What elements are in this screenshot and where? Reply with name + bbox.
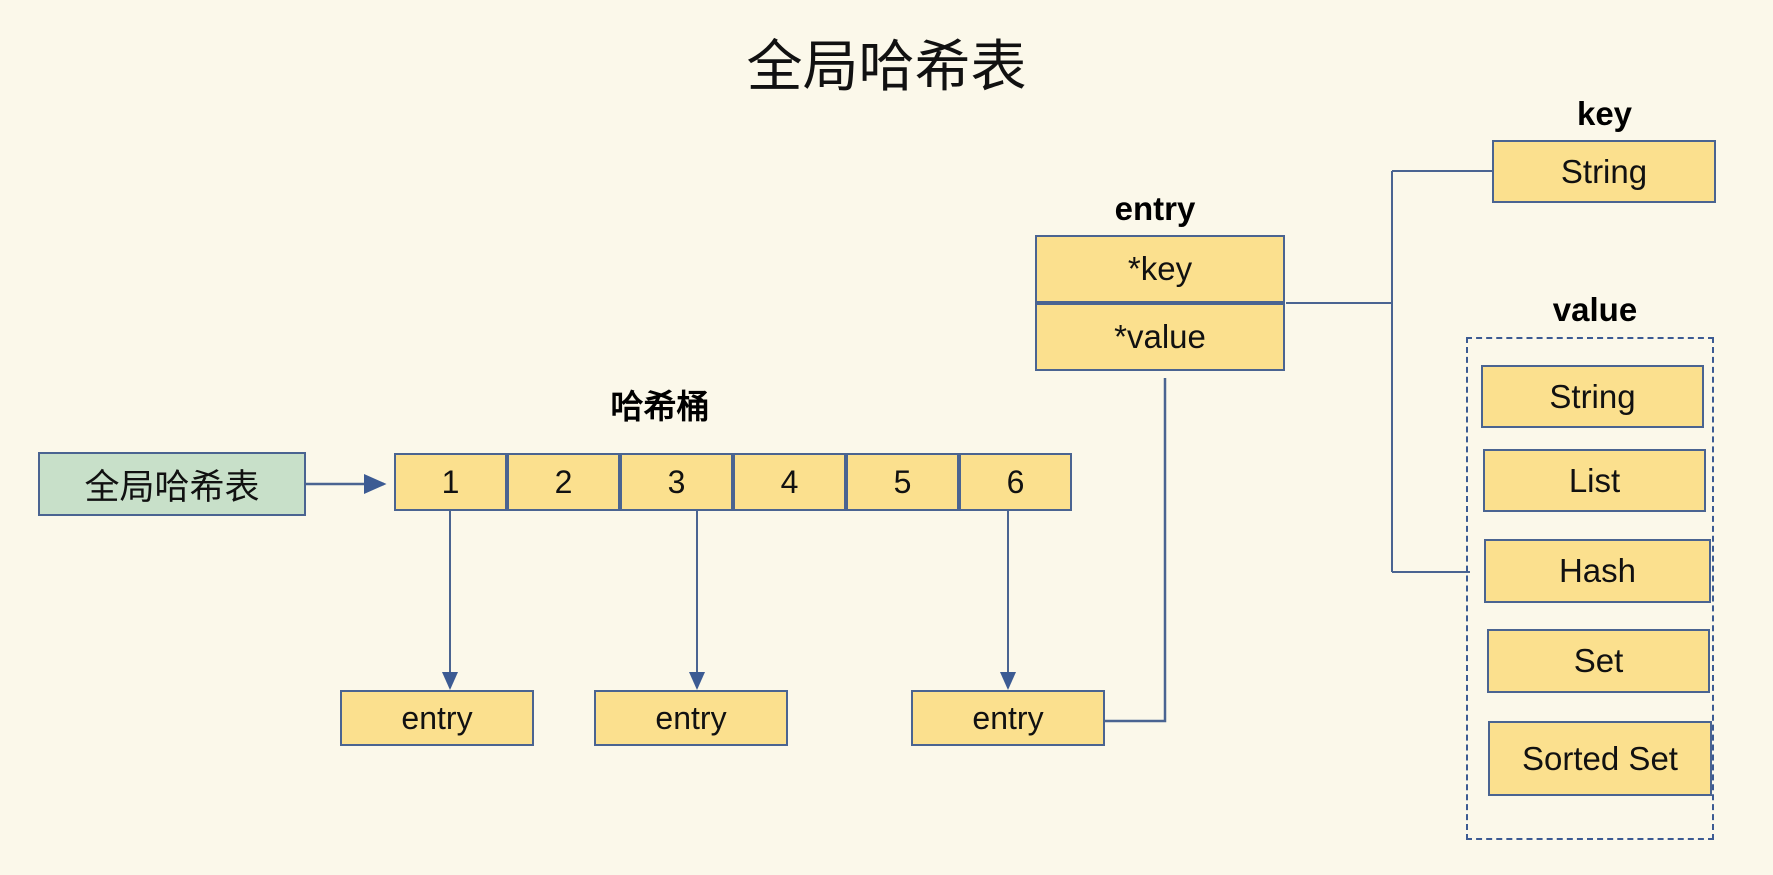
bucket-cell-2-label: 2 bbox=[554, 463, 573, 500]
bucket-entry-1[interactable]: entry bbox=[340, 690, 534, 746]
value-type-set-label: Set bbox=[1573, 642, 1624, 679]
bucket-entry-3[interactable]: entry bbox=[911, 690, 1105, 746]
value-type-set[interactable]: Set bbox=[1487, 629, 1710, 693]
value-type-hash-label: Hash bbox=[1558, 552, 1637, 589]
bucket-cell-4-label: 4 bbox=[780, 463, 799, 500]
bucket-cell-3[interactable]: 3 bbox=[620, 453, 733, 511]
entry-field-key[interactable]: *key bbox=[1035, 235, 1285, 303]
entry-field-value[interactable]: *value bbox=[1035, 303, 1285, 371]
value-type-sorted-set-label: Sorted Set bbox=[1522, 739, 1678, 777]
key-type-string-label: String bbox=[1560, 152, 1648, 190]
entry-field-key-label: *key bbox=[1127, 250, 1193, 287]
value-type-sorted-set[interactable]: Sorted Set bbox=[1488, 721, 1712, 796]
value-group-caption: value bbox=[1470, 291, 1720, 329]
value-type-list[interactable]: List bbox=[1483, 449, 1706, 512]
bucket-cell-6-label: 6 bbox=[1006, 463, 1025, 500]
entry-struct-caption-text: entry bbox=[1114, 190, 1196, 227]
value-type-hash[interactable]: Hash bbox=[1484, 539, 1711, 603]
global-hash-table-label: 全局哈希表 bbox=[84, 467, 260, 507]
bucket-cell-1-label: 1 bbox=[441, 463, 460, 500]
bucket-caption-text: 哈希桶 bbox=[610, 388, 710, 425]
page-title-text: 全局哈希表 bbox=[746, 35, 1027, 98]
bucket-cell-2[interactable]: 2 bbox=[507, 453, 620, 511]
entry-field-value-label: *value bbox=[1114, 318, 1206, 355]
key-type-string[interactable]: String bbox=[1492, 140, 1716, 203]
value-type-string-label: String bbox=[1549, 377, 1636, 415]
value-type-list-label: List bbox=[1568, 461, 1621, 499]
global-hash-table-node[interactable]: 全局哈希表 bbox=[38, 452, 306, 516]
bucket-cell-5[interactable]: 5 bbox=[846, 453, 959, 511]
bucket-entry-2[interactable]: entry bbox=[594, 690, 788, 746]
bucket-cell-3-label: 3 bbox=[667, 463, 686, 500]
bucket-caption: 哈希桶 bbox=[560, 380, 760, 428]
bucket-cell-1[interactable]: 1 bbox=[394, 453, 507, 511]
bucket-entry-2-label: entry bbox=[655, 699, 727, 736]
edge-entry-to-keyvalue bbox=[1286, 170, 1492, 573]
entry-struct-caption: entry bbox=[1035, 190, 1275, 228]
key-group-caption-text: key bbox=[1576, 95, 1633, 132]
value-type-string[interactable]: String bbox=[1481, 365, 1704, 428]
bucket-entry-1-label: entry bbox=[401, 699, 473, 736]
bucket-entry-3-label: entry bbox=[972, 699, 1044, 736]
page-title: 全局哈希表 bbox=[0, 22, 1773, 103]
value-group-container bbox=[1466, 337, 1714, 840]
bucket-cell-4[interactable]: 4 bbox=[733, 453, 846, 511]
bucket-cell-6[interactable]: 6 bbox=[959, 453, 1072, 511]
bucket-cell-5-label: 5 bbox=[893, 463, 912, 500]
key-group-caption: key bbox=[1492, 95, 1717, 133]
edge-entry3-to-value-field bbox=[1104, 378, 1167, 723]
value-group-caption-text: value bbox=[1552, 291, 1638, 328]
